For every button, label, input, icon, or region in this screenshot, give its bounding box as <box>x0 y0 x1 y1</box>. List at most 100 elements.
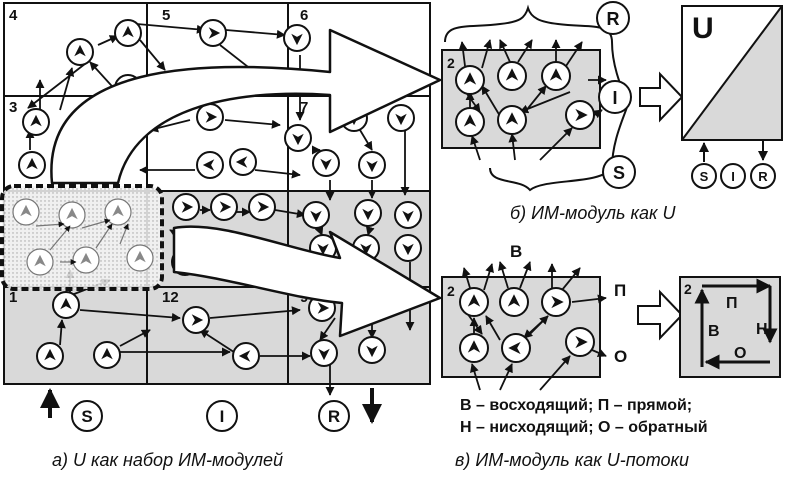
node <box>358 336 386 364</box>
panel-c: 2 В П О 2 П В Н О В – восходящий; П – пр… <box>441 242 781 470</box>
flow-box-letter-down: Н <box>756 321 768 338</box>
edge-arrow <box>539 127 573 161</box>
node <box>387 104 415 132</box>
edge-arrow <box>27 59 91 109</box>
cell-number: 7 <box>300 99 308 116</box>
cell-number: 6 <box>300 7 308 24</box>
legend-line-1: В – восходящий; П – прямой; <box>460 397 692 414</box>
edge-arrow <box>519 261 532 289</box>
label-r: R <box>328 407 340 426</box>
nodes-panel-c <box>459 287 595 363</box>
label-r-b: R <box>607 9 620 29</box>
edge-arrow <box>481 39 493 69</box>
caption-b: б) ИМ-модуль как U <box>510 203 677 223</box>
label-i: I <box>220 407 225 426</box>
u-box-diagonal <box>681 5 783 141</box>
edge-arrow <box>254 169 301 179</box>
legend-line-2: Н – нисходящий; О – обратный <box>460 419 708 436</box>
cell-number: 12 <box>162 289 179 306</box>
module-number-c: 2 <box>447 283 455 299</box>
u-port-r: R <box>758 169 768 184</box>
edge-arrow <box>498 261 509 289</box>
node <box>172 193 200 221</box>
u-port-circle-s <box>691 163 717 189</box>
node <box>22 108 50 136</box>
node <box>501 333 531 363</box>
node <box>284 124 312 152</box>
brace-top <box>444 4 613 43</box>
edge-arrow <box>462 267 471 289</box>
u-port-i: I <box>731 169 735 184</box>
node <box>232 342 260 370</box>
u-port-circle-i <box>720 163 746 189</box>
node <box>394 234 422 262</box>
panel-a-io-labels: S I R <box>71 400 350 432</box>
node <box>283 24 311 52</box>
u-box-label: U <box>692 12 714 45</box>
node <box>248 193 276 221</box>
highlighted-module-nodes <box>12 198 154 276</box>
edge-arrow <box>483 263 494 291</box>
node <box>126 244 154 272</box>
node <box>114 19 142 47</box>
hollow-arrow-c <box>637 289 684 341</box>
label-s-b: S <box>613 163 625 183</box>
edge-arrow <box>119 223 129 245</box>
label-circle-i <box>206 400 238 432</box>
edge-arrow <box>49 225 71 251</box>
circle-s-b <box>602 155 636 189</box>
edge-arrow <box>224 119 281 129</box>
node <box>302 201 330 229</box>
node <box>26 248 54 276</box>
nodes-panel-b <box>455 61 595 137</box>
node <box>310 339 338 367</box>
edge-arrow <box>539 355 571 391</box>
flow-letter-up: В <box>510 242 522 261</box>
edge-arrow <box>470 135 481 161</box>
node <box>459 333 489 363</box>
edge-arrow <box>81 218 111 229</box>
label-i-b: I <box>612 88 617 108</box>
flow-letter-direct: П <box>614 281 626 300</box>
u-port-s: S <box>700 169 709 184</box>
u-port-circle-r <box>750 163 776 189</box>
caption-c: в) ИМ-модуль как U-потоки <box>455 450 689 470</box>
node <box>196 151 224 179</box>
edge-arrow <box>136 23 206 34</box>
edge-arrow <box>56 319 66 346</box>
flow-box-number: 2 <box>684 281 692 297</box>
node <box>210 193 238 221</box>
edge-arrow <box>499 363 513 391</box>
panel-b: 2 R I S U S I R б) ИМ-модуль как U <box>441 1 783 223</box>
edge-arrow <box>225 29 286 39</box>
label-s: S <box>81 407 92 426</box>
node <box>229 148 257 176</box>
node <box>354 199 382 227</box>
node <box>541 287 571 317</box>
edge-arrow <box>481 85 501 117</box>
edge-arrow <box>365 225 375 236</box>
edge-arrow <box>470 363 481 391</box>
edge-arrow <box>139 39 166 71</box>
cell-number: 1 <box>9 289 17 306</box>
edge-arrow <box>79 309 181 322</box>
node <box>394 201 422 229</box>
edge-arrow <box>561 267 581 291</box>
edge-arrow <box>499 39 511 63</box>
flow-box-letter-back: О <box>734 345 746 362</box>
label-circle-r <box>318 400 350 432</box>
node <box>52 291 80 319</box>
edges-panel-b <box>458 39 607 161</box>
node <box>565 100 595 130</box>
node <box>499 287 529 317</box>
edges-panel-c <box>461 261 607 391</box>
cell-number: 5 <box>162 7 170 24</box>
curved-arrow-upper <box>50 28 442 185</box>
caption-a: а) U как набор ИМ-модулей <box>52 450 283 470</box>
curved-arrow-lower <box>172 225 442 338</box>
node <box>182 306 210 334</box>
node <box>541 61 571 91</box>
edge-arrow <box>571 294 607 304</box>
node <box>312 149 340 177</box>
node <box>459 287 489 317</box>
